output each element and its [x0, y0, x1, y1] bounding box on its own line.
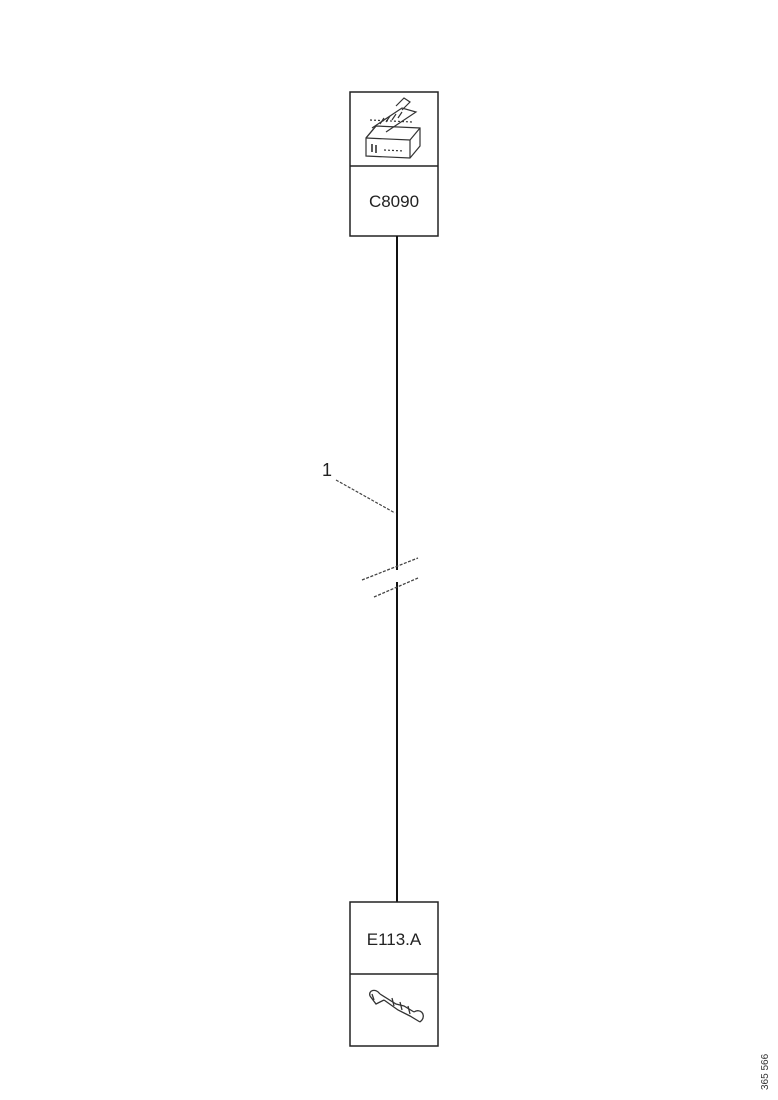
wire-break-mark — [361, 557, 419, 598]
connector-block-icon — [365, 97, 421, 159]
bottom-connector-label: E113.A — [367, 930, 422, 949]
wire-callout-leader — [335, 479, 396, 514]
terminal-pin-icon — [369, 989, 424, 1023]
top-connector[interactable]: C8090 — [349, 91, 439, 237]
wire[interactable] — [361, 236, 419, 902]
reference-number: 365 566 — [760, 1053, 771, 1090]
bottom-connector[interactable]: E113.A — [349, 901, 439, 1047]
wire-callout: 1 — [322, 460, 396, 514]
top-connector-label: C8090 — [369, 192, 419, 211]
wire-callout-number: 1 — [322, 460, 332, 480]
